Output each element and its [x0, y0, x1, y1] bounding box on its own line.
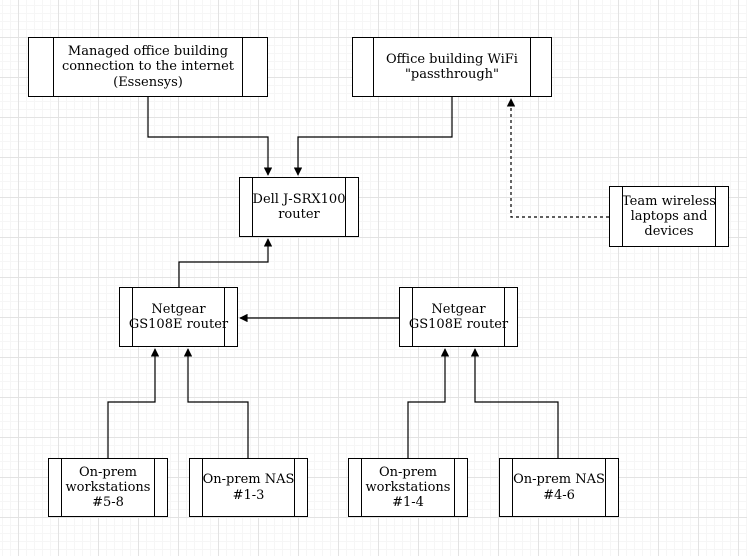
process-bar-left [511, 459, 513, 516]
node-internet-connection-label: Managed office building connection to th… [61, 44, 235, 90]
process-bar-right [242, 38, 244, 96]
node-nas-4-6[interactable]: On-prem NAS #4-6 [499, 458, 619, 517]
node-netgear-router-right[interactable]: Netgear GS108E router [399, 287, 518, 347]
node-team-devices-label: Team wireless laptops and devices [622, 193, 716, 240]
edge-nas-46-to-netgear-right[interactable] [470, 348, 559, 458]
node-internet-connection[interactable]: Managed office building connection to th… [28, 37, 268, 97]
edge-workstations-14-to-netgear-right[interactable] [407, 348, 450, 458]
node-dell-router[interactable]: Dell J-SRX100 router [239, 177, 359, 237]
edge-team-devices-to-wifi[interactable] [506, 98, 609, 218]
process-bar-right [454, 459, 456, 516]
node-nas-1-3[interactable]: On-prem NAS #1-3 [189, 458, 308, 517]
node-netgear-router-left[interactable]: Netgear GS108E router [119, 287, 238, 347]
process-bar-right [605, 459, 607, 516]
edge-netgear-left-to-dell-router[interactable] [178, 238, 273, 287]
node-netgear-router-right-label: Netgear GS108E router [408, 301, 509, 332]
process-bar-left [621, 187, 623, 246]
node-building-wifi[interactable]: Office building WiFi "passthrough" [352, 37, 552, 97]
process-bar-right [504, 288, 506, 346]
process-bar-right [715, 187, 717, 246]
process-bar-right [224, 288, 226, 346]
edge-internet-to-dell-router[interactable] [147, 97, 273, 176]
node-dell-router-label: Dell J-SRX100 router [252, 191, 346, 222]
edge-workstations-58-to-netgear-left[interactable] [107, 348, 160, 458]
process-bar-left [372, 38, 374, 96]
node-team-devices[interactable]: Team wireless laptops and devices [609, 186, 729, 247]
node-workstations-1-4[interactable]: On-prem workstations #1-4 [348, 458, 468, 517]
process-bar-right [345, 178, 347, 236]
node-building-wifi-label: Office building WiFi "passthrough" [386, 51, 518, 82]
process-bar-left [201, 459, 203, 516]
node-nas-1-3-label: On-prem NAS #1-3 [202, 472, 295, 503]
node-netgear-router-left-label: Netgear GS108E router [128, 301, 229, 332]
node-workstations-5-8-label: On-prem workstations #5-8 [65, 464, 151, 511]
process-bar-left [360, 459, 362, 516]
edge-nas-13-to-netgear-left[interactable] [183, 348, 249, 458]
process-bar-right [154, 459, 156, 516]
edge-wifi-to-dell-router[interactable] [293, 97, 453, 176]
process-bar-right [294, 459, 296, 516]
process-bar-left [131, 288, 133, 346]
process-bar-left [52, 38, 54, 96]
process-bar-right [530, 38, 532, 96]
process-bar-left [411, 288, 413, 346]
node-nas-4-6-label: On-prem NAS #4-6 [513, 472, 605, 503]
node-workstations-1-4-label: On-prem workstations #1-4 [365, 464, 451, 511]
node-workstations-5-8[interactable]: On-prem workstations #5-8 [48, 458, 168, 517]
process-bar-left [60, 459, 62, 516]
process-bar-left [251, 178, 253, 236]
